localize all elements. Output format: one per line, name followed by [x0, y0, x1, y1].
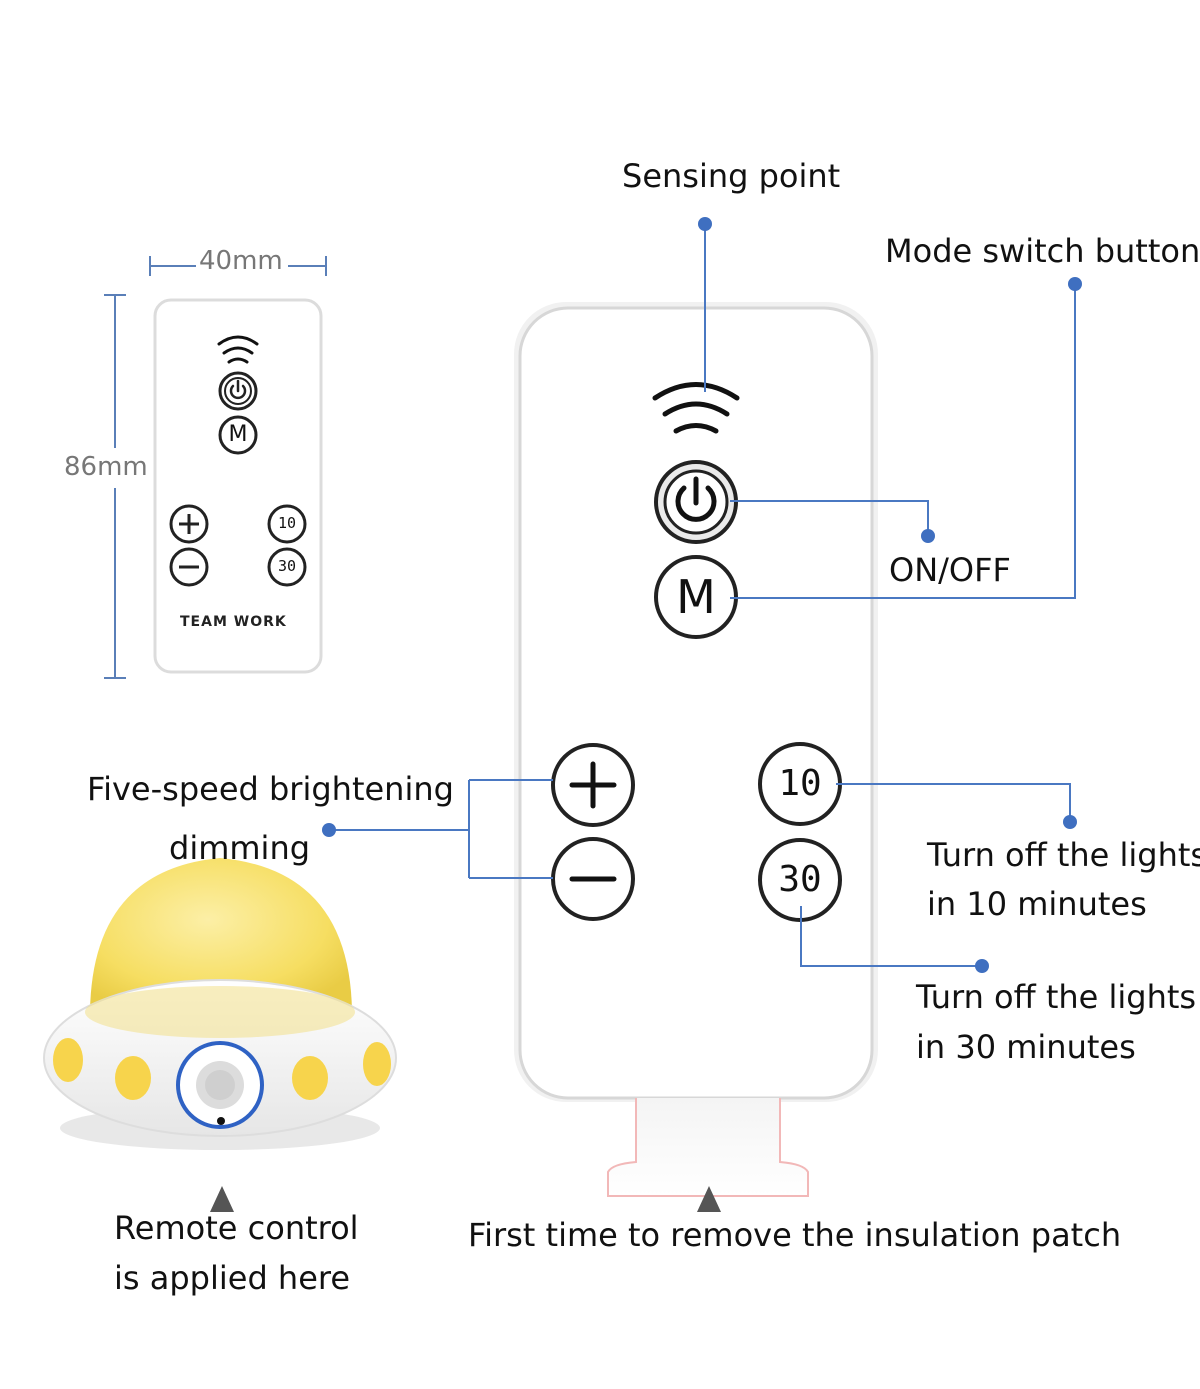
power-button: [654, 460, 738, 544]
small-power-button: [218, 371, 258, 411]
brightening-label-line1: Five-speed brightening: [87, 770, 454, 808]
on-off-dot: [921, 529, 935, 543]
sensing-point-icon: [652, 382, 740, 434]
timer-10-label: 10: [778, 763, 822, 804]
small-10-button: [267, 504, 307, 544]
timer-30-label-line2: in 30 minutes: [916, 1028, 1136, 1066]
remote-applied-label-line2: is applied here: [114, 1259, 351, 1297]
height-dimension-label: 86mm: [64, 452, 148, 482]
timer-30-label: 30: [778, 859, 822, 900]
brand-logo-text: TEAM WORK: [180, 614, 287, 630]
remote-applied-label-line1: Remote control: [114, 1209, 359, 1247]
insulation-patch-arrow: [697, 1186, 721, 1212]
insulation-patch-label: First time to remove the insulation patc…: [468, 1216, 1122, 1254]
height-dimension-line: [104, 294, 126, 679]
timer-10-label-line2: in 10 minutes: [927, 885, 1147, 923]
timer-30-callout: [800, 906, 982, 967]
brightening-callout: [329, 779, 553, 879]
brightening-label-line2: dimming: [169, 829, 311, 867]
timer-30-label-line1: Turn off the lights: [916, 978, 1197, 1016]
plus-button: [551, 743, 635, 827]
small-mode-label: M: [228, 422, 248, 447]
small-sensing-icon: [217, 335, 259, 364]
insulation-patch: [607, 1098, 809, 1197]
on-off-label: ON/OFF: [889, 551, 1011, 589]
sensing-point-dot: [698, 217, 712, 231]
mode-switch-dot: [1068, 277, 1082, 291]
small-30-label: 30: [277, 557, 297, 575]
small-10-label: 10: [277, 514, 297, 532]
on-off-callout: [730, 500, 929, 535]
width-dimension-line: [149, 256, 327, 276]
small-plus-button: [169, 504, 209, 544]
timer-10-dot: [1063, 815, 1077, 829]
remote-applied-arrow: [210, 1186, 234, 1212]
mode-switch-callout: [730, 284, 1076, 599]
timer-10-callout: [836, 783, 1071, 822]
small-minus-button: [169, 547, 209, 587]
width-dimension-label: 40mm: [199, 246, 283, 276]
brightening-dot: [322, 823, 336, 837]
small-mode-button: [218, 415, 258, 455]
timer-10-label-line1: Turn off the lights: [927, 836, 1200, 874]
small-30-button: [267, 547, 307, 587]
sensing-point-label: Sensing point: [622, 157, 841, 195]
night-lamp-image: [43, 858, 397, 1150]
mode-switch-label: Mode switch button: [885, 232, 1200, 270]
timer-30-dot: [975, 959, 989, 973]
mode-button-label: M: [676, 570, 716, 624]
minus-button: [551, 837, 635, 921]
